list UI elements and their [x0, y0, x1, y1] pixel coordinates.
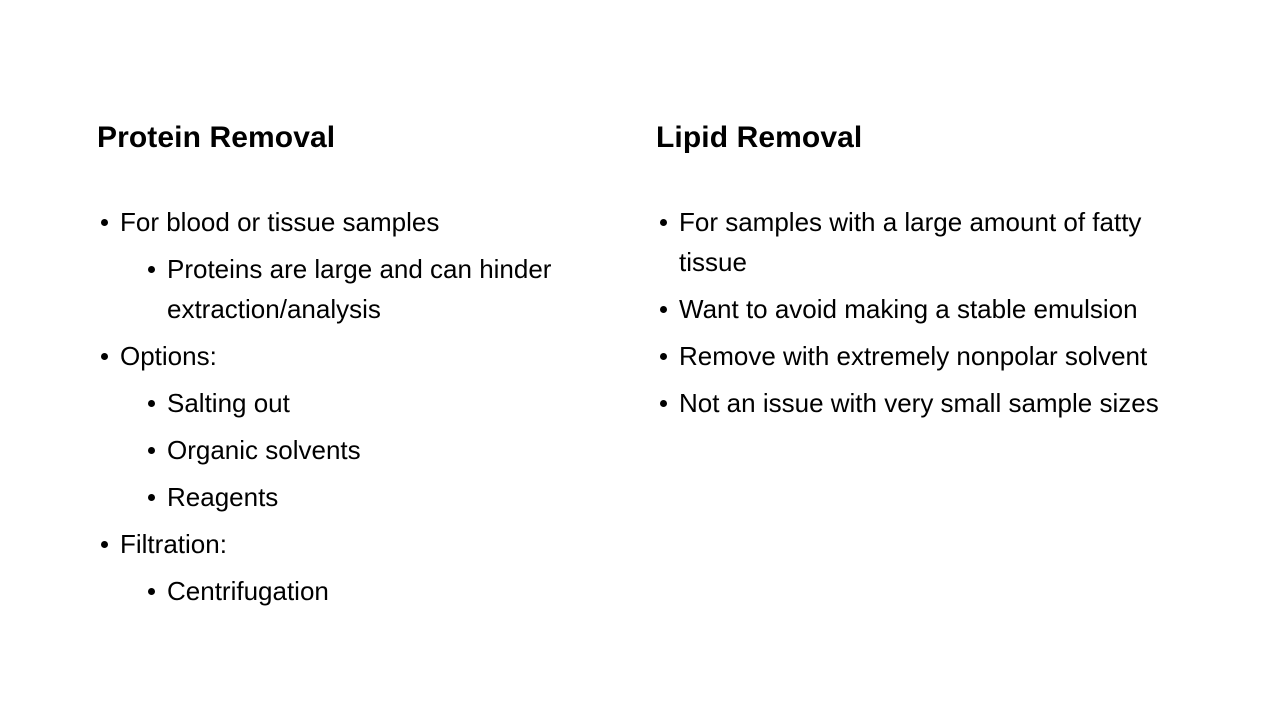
bullet-text: Centrifugation — [167, 576, 329, 606]
bullet-text: Proteins are large and can hinder extrac… — [167, 254, 552, 324]
bullet-text: For samples with a large amount of fatty… — [679, 207, 1142, 277]
bullet-text: Remove with extremely nonpolar solvent — [679, 341, 1148, 371]
bullet-item: Not an issue with very small sample size… — [656, 383, 1196, 423]
bullet-text: For blood or tissue samples — [120, 207, 440, 237]
column-title-protein-removal: Protein Removal — [97, 121, 336, 154]
bullet-list-lipid-removal: For samples with a large amount of fatty… — [656, 202, 1196, 423]
bullet-item: Filtration: — [97, 524, 597, 564]
bullet-item: Remove with extremely nonpolar solvent — [656, 336, 1196, 376]
bullet-item: Want to avoid making a stable emulsion — [656, 289, 1196, 329]
bullet-text: Salting out — [167, 388, 290, 418]
column-title-lipid-removal: Lipid Removal — [656, 121, 863, 154]
bullet-text: Organic solvents — [167, 435, 361, 465]
bullet-text: Options: — [120, 341, 217, 371]
bullet-text: Reagents — [167, 482, 279, 512]
bullet-item: For samples with a large amount of fatty… — [656, 202, 1196, 282]
content-column-lipid-removal: Lipid Removal For samples with a large a… — [656, 118, 1196, 423]
bullet-text: Want to avoid making a stable emulsion — [679, 294, 1138, 324]
bullet-item: Salting out — [97, 383, 597, 423]
bullet-text: Filtration: — [120, 529, 227, 559]
bullet-item: Organic solvents — [97, 430, 597, 470]
bullet-item: Reagents — [97, 477, 597, 517]
bullet-item: Proteins are large and can hinder extrac… — [97, 249, 597, 329]
content-column-protein-removal: Protein Removal For blood or tissue samp… — [97, 118, 597, 611]
bullet-item: Options: — [97, 336, 597, 376]
bullet-item: Centrifugation — [97, 571, 597, 611]
bullet-item: For blood or tissue samples — [97, 202, 597, 242]
bullet-text: Not an issue with very small sample size… — [679, 388, 1159, 418]
